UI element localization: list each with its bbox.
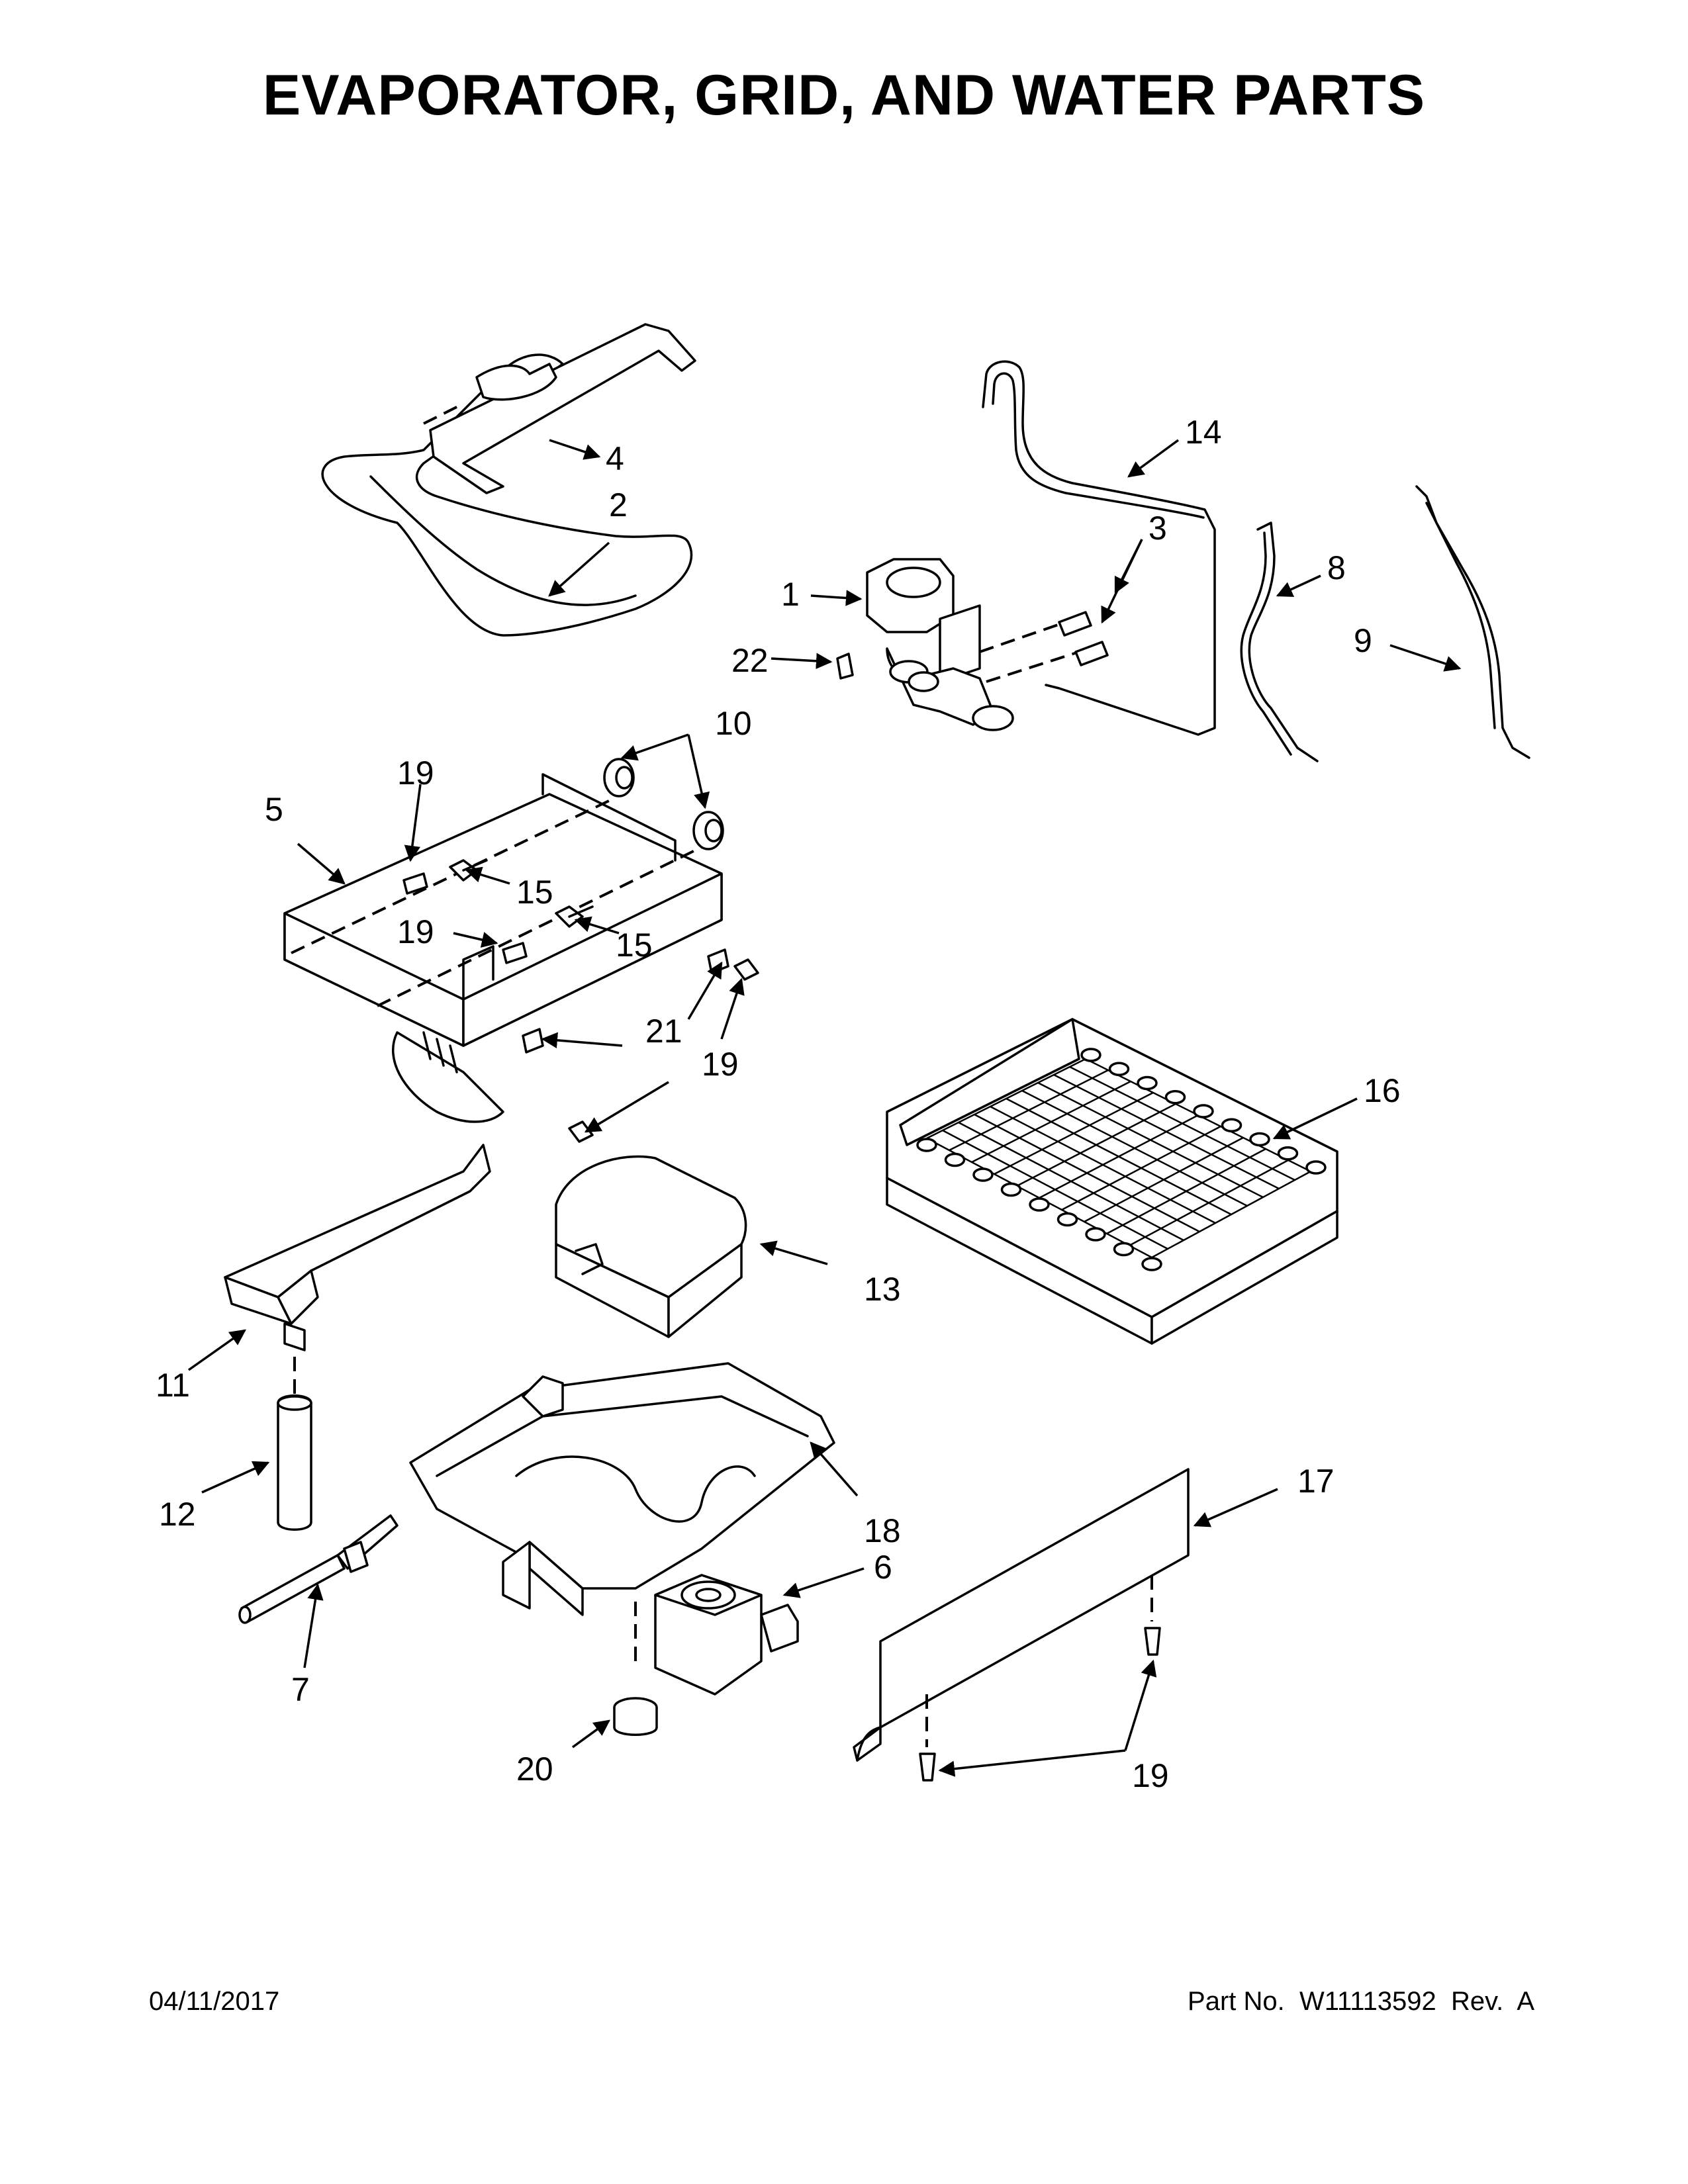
grid-cup: [1113, 1242, 1135, 1257]
cover-13-part: [555, 1155, 747, 1338]
grid-wire: [1069, 1066, 1295, 1181]
grid-cup: [972, 1167, 994, 1182]
grid-wire: [1106, 1148, 1266, 1235]
water-tube-14: [982, 360, 1216, 736]
water-tube-8: [1240, 522, 1319, 762]
clip-21-lower: [522, 1028, 544, 1054]
callout-22: 22: [731, 642, 769, 679]
grommet-lower: [692, 811, 724, 850]
valve-clip-part: [836, 653, 854, 680]
callout-19-bottom: 19: [1132, 1757, 1169, 1794]
grid-wire: [1061, 1125, 1221, 1211]
screw-19-a: [402, 872, 428, 895]
callout-16: 16: [1364, 1072, 1401, 1109]
valve-screw-lower: [1074, 641, 1109, 666]
screw-19-d: [568, 1120, 594, 1143]
screw-19-e: [1144, 1627, 1161, 1656]
grid-cup: [1305, 1160, 1327, 1175]
grid-wire: [1151, 1170, 1311, 1259]
callout-2: 2: [609, 486, 628, 523]
callout-17: 17: [1297, 1463, 1335, 1500]
callout-13: 13: [864, 1271, 901, 1308]
grid-cup: [1193, 1104, 1214, 1118]
evaporator-bracket-part: [423, 323, 696, 494]
grid-cup: [916, 1138, 937, 1152]
fill-tube-7: [238, 1514, 399, 1624]
footer-part-number: Part No. W11113592 Rev. A: [1188, 1987, 1534, 2016]
callout-4: 4: [606, 440, 624, 477]
grid-cup: [1221, 1118, 1243, 1132]
water-valve-part: [866, 558, 1014, 731]
grid-cup: [1164, 1090, 1186, 1105]
grid-cup: [1080, 1048, 1102, 1062]
grid-wire: [1084, 1136, 1244, 1223]
callout-19-right: 19: [702, 1046, 739, 1083]
fill-tube-12: [277, 1394, 312, 1531]
grid-cup: [1056, 1212, 1078, 1227]
callout-14: 14: [1185, 414, 1222, 451]
grid-cup: [1029, 1197, 1050, 1212]
page-title: EVAPORATOR, GRID, AND WATER PARTS: [262, 64, 1426, 127]
grid-cup: [1249, 1132, 1270, 1147]
grid-cup: [1108, 1062, 1130, 1076]
grid-cup: [1000, 1182, 1022, 1197]
callout-3: 3: [1149, 510, 1167, 547]
grid-wire: [1129, 1159, 1289, 1247]
callout-15-upper: 15: [516, 874, 553, 911]
callout-18: 18: [864, 1512, 901, 1549]
callout-11: 11: [156, 1367, 190, 1404]
grid-wire: [1039, 1114, 1199, 1199]
grid-wire: [1053, 1073, 1280, 1190]
callout-1: 1: [781, 576, 800, 613]
grid-cup: [1137, 1075, 1158, 1091]
evaporator-frame-part: [283, 773, 723, 1123]
callout-6: 6: [874, 1549, 892, 1586]
callout-19-left: 19: [397, 913, 434, 950]
callout-10: 10: [715, 705, 752, 742]
footer-date: 04/11/2017: [149, 1987, 280, 2016]
fill-cup-part: [224, 1144, 491, 1351]
callout-20: 20: [516, 1751, 553, 1788]
screw-19-c: [733, 958, 759, 981]
grid-wire: [1037, 1081, 1264, 1199]
ice-grid-part: [886, 1018, 1338, 1345]
callout-21: 21: [645, 1013, 682, 1050]
callout-12: 12: [159, 1496, 196, 1533]
callout-15-lower: 15: [616, 927, 653, 964]
nut-20-part: [613, 1697, 658, 1736]
grid-cup: [944, 1152, 966, 1167]
grid-cup: [1085, 1227, 1106, 1242]
grid-wire: [1021, 1089, 1248, 1207]
callout-7: 7: [291, 1671, 310, 1708]
callout-9: 9: [1354, 622, 1372, 659]
grid-cup: [1141, 1257, 1162, 1271]
callout-5: 5: [265, 791, 283, 828]
water-tube-9: [1415, 485, 1530, 759]
panel-17-part: [853, 1468, 1190, 1762]
grid-cup: [1277, 1146, 1299, 1161]
valve-screw-upper: [1058, 611, 1092, 637]
callout-19-top: 19: [397, 754, 434, 792]
ice-tray-part: [409, 1362, 835, 1616]
motor-6-part: [654, 1574, 799, 1696]
grommet-upper: [603, 758, 635, 797]
callout-8: 8: [1327, 549, 1346, 586]
screw-19-f: [919, 1752, 936, 1782]
screw-19-b: [502, 942, 528, 964]
evaporator-tube-part: [321, 353, 693, 637]
